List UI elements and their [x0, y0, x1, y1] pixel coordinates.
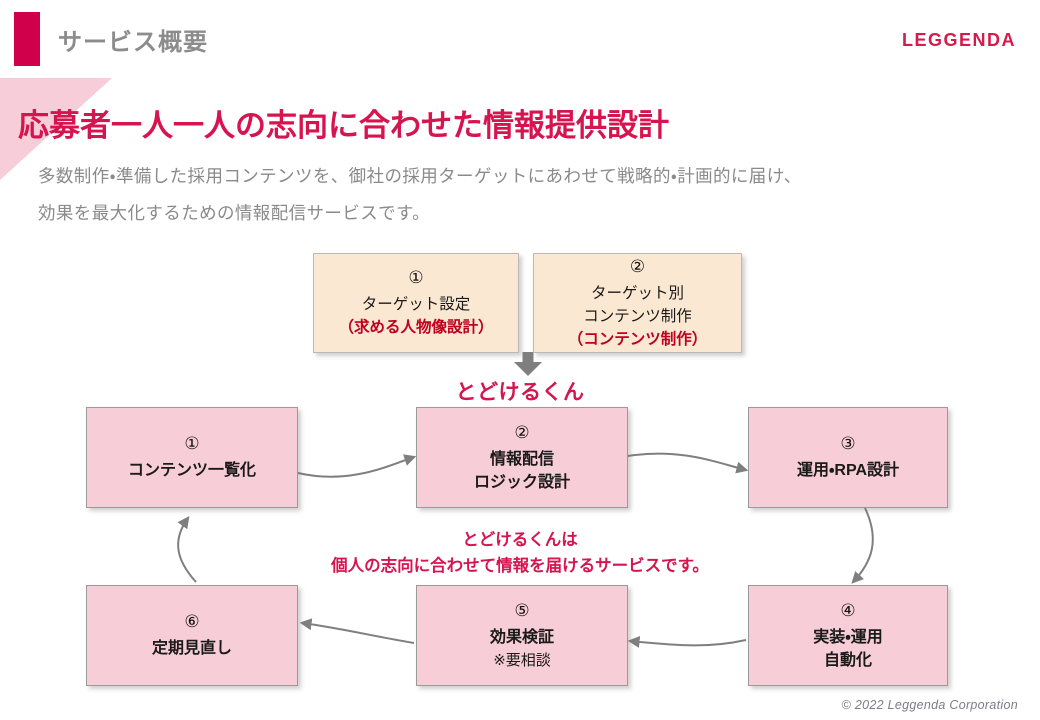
lead-line-1: 多数制作・準備した採用コンテンツを、御社の採用ターゲットにあわせて戦略的・計画的…	[38, 166, 802, 186]
cycle-box-2-number: ②	[514, 422, 530, 442]
cycle-box-5-line-2: ※要相談	[493, 651, 551, 669]
cycle-box-2[interactable]: ② 情報配信 ロジック設計	[416, 407, 628, 508]
input-box-2-line-1: ターゲット別	[590, 284, 684, 302]
cycle-box-6-number: ⑥	[184, 612, 200, 631]
center-caption-line-2: 個人の志向に合わせて情報を届けるサービスです。	[331, 557, 709, 575]
cycle-box-2-line-1: 情報配信	[489, 450, 554, 468]
header-accent-bar	[14, 12, 40, 66]
arrow-1-to-2	[297, 454, 417, 478]
cycle-box-4-line-1: 実装・運用	[813, 628, 883, 646]
input-box-1-line-1: ターゲット設定	[361, 296, 471, 313]
lead-paragraph: 多数制作・準備した採用コンテンツを、御社の採用ターゲットにあわせて戦略的・計画的…	[38, 158, 1018, 232]
input-box-2-number: ②	[629, 256, 646, 276]
input-box-1-line-2: （求める人物像設計）	[338, 319, 494, 336]
lead-line-2: 効果を最大化するための情報配信サービスです。	[38, 203, 431, 223]
service-name-label: とどけるくん	[455, 381, 585, 404]
cycle-box-5-number: ⑤	[514, 600, 530, 620]
input-box-1-number: ①	[408, 268, 424, 287]
input-box-1[interactable]: ① ターゲット設定 （求める人物像設計）	[313, 253, 519, 353]
cycle-box-5-line-1: 効果検証	[489, 628, 554, 646]
cycle-box-5[interactable]: ⑤ 効果検証 ※要相談	[416, 585, 628, 686]
input-box-2[interactable]: ② ターゲット別 コンテンツ制作 （コンテンツ制作）	[533, 253, 742, 353]
brand-logo: LEGGENDA	[901, 24, 1016, 52]
cycle-box-4[interactable]: ④ 実装・運用 自動化	[748, 585, 948, 686]
arrow-2-to-3	[627, 452, 749, 474]
cycle-box-4-number: ④	[840, 600, 856, 620]
cycle-box-3-line-1: 運用・RPA設計	[796, 462, 900, 479]
page-title: 応募者一人一人の志向に合わせた情報提供設計	[18, 108, 669, 143]
page-section-title: サービス概要	[58, 29, 208, 56]
input-box-2-line-2: コンテンツ制作	[583, 307, 692, 325]
arrow-inputs-to-service	[514, 352, 542, 376]
cycle-box-1-number: ①	[184, 434, 200, 453]
cycle-box-1-line-1: コンテンツ一覧化	[127, 462, 256, 479]
cycle-box-1[interactable]: ① コンテンツ一覧化	[86, 407, 298, 508]
cycle-box-2-line-2: ロジック設計	[473, 473, 570, 491]
center-caption: とどけるくんは 個人の志向に合わせて情報を届けるサービスです。	[0, 527, 1040, 579]
center-caption-line-1: とどけるくんは	[462, 531, 578, 549]
input-box-2-line-3: （コンテンツ制作）	[567, 330, 708, 348]
arrow-4-to-5	[627, 635, 747, 648]
arrow-5-to-6	[299, 618, 415, 644]
cycle-box-6-line-1: 定期見直し	[151, 640, 232, 657]
cycle-box-6[interactable]: ⑥ 定期見直し	[86, 585, 298, 686]
footer-copyright: © 2022 Leggenda Corporation	[841, 698, 1018, 712]
cycle-box-3[interactable]: ③ 運用・RPA設計	[748, 407, 948, 508]
cycle-box-3-number: ③	[840, 434, 856, 453]
cycle-box-4-line-2: 自動化	[823, 651, 872, 669]
